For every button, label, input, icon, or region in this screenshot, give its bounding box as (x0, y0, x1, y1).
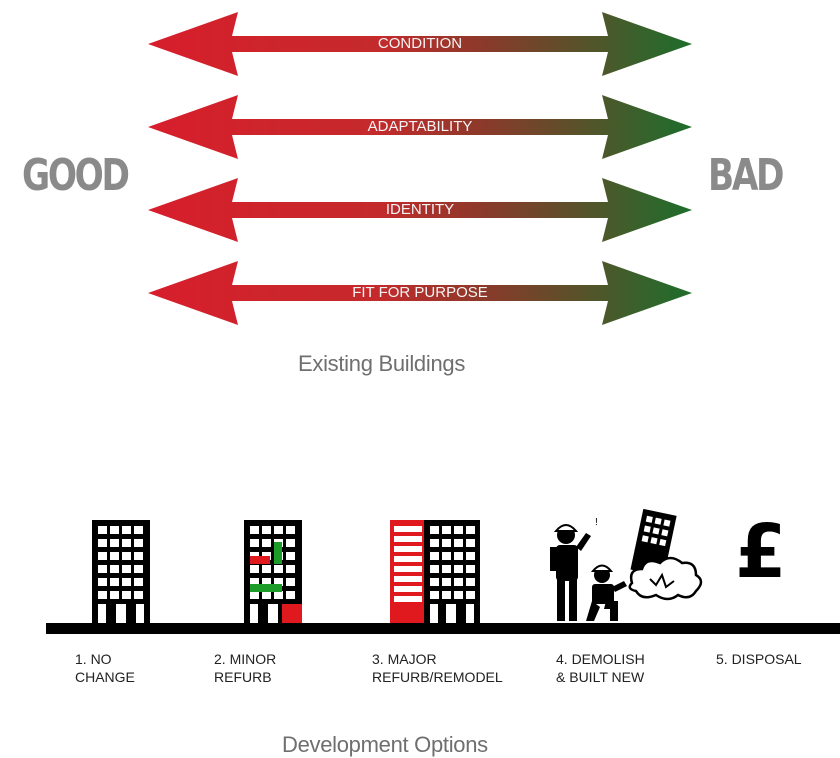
double-arrow-1 (148, 95, 692, 159)
option-label-no-change: 1. NO CHANGE (75, 651, 135, 685)
option-label-major-refurb: 3. MAJOR REFURB/REMODEL (372, 651, 503, 685)
good-label: GOOD (22, 150, 130, 201)
option-label-disposal: 5. DISPOSAL (716, 651, 802, 667)
option-label-minor-refurb: 2. MINOR REFURB (214, 651, 277, 685)
bad-label: BAD (708, 150, 785, 201)
ground-line (46, 623, 840, 634)
arrow-label-adaptability: ADAPTABILITY (367, 118, 473, 135)
arrow-label-fit-for-purpose: FIT FOR PURPOSE (352, 284, 488, 301)
double-arrow-2 (148, 178, 692, 242)
existing-buildings-caption: Existing Buildings (298, 351, 466, 376)
development-options-caption: Development Options (282, 732, 488, 757)
building-icon (92, 520, 150, 625)
double-arrow-0 (148, 12, 692, 76)
arrow-label-identity: IDENTITY (385, 201, 455, 218)
building-minor-refurb-icon (244, 520, 302, 625)
svg-text:!: ! (595, 517, 598, 528)
arrow-label-condition: CONDITION (377, 35, 463, 52)
arrow-scale (148, 12, 692, 325)
double-arrow-3 (148, 261, 692, 325)
option-label-demolish: 4. DEMOLISH & BUILT NEW (556, 651, 645, 685)
pound-sign-icon: £ (735, 509, 787, 595)
demolition-workers-icon: ! (550, 508, 703, 621)
building-major-refurb-icon (390, 520, 480, 625)
